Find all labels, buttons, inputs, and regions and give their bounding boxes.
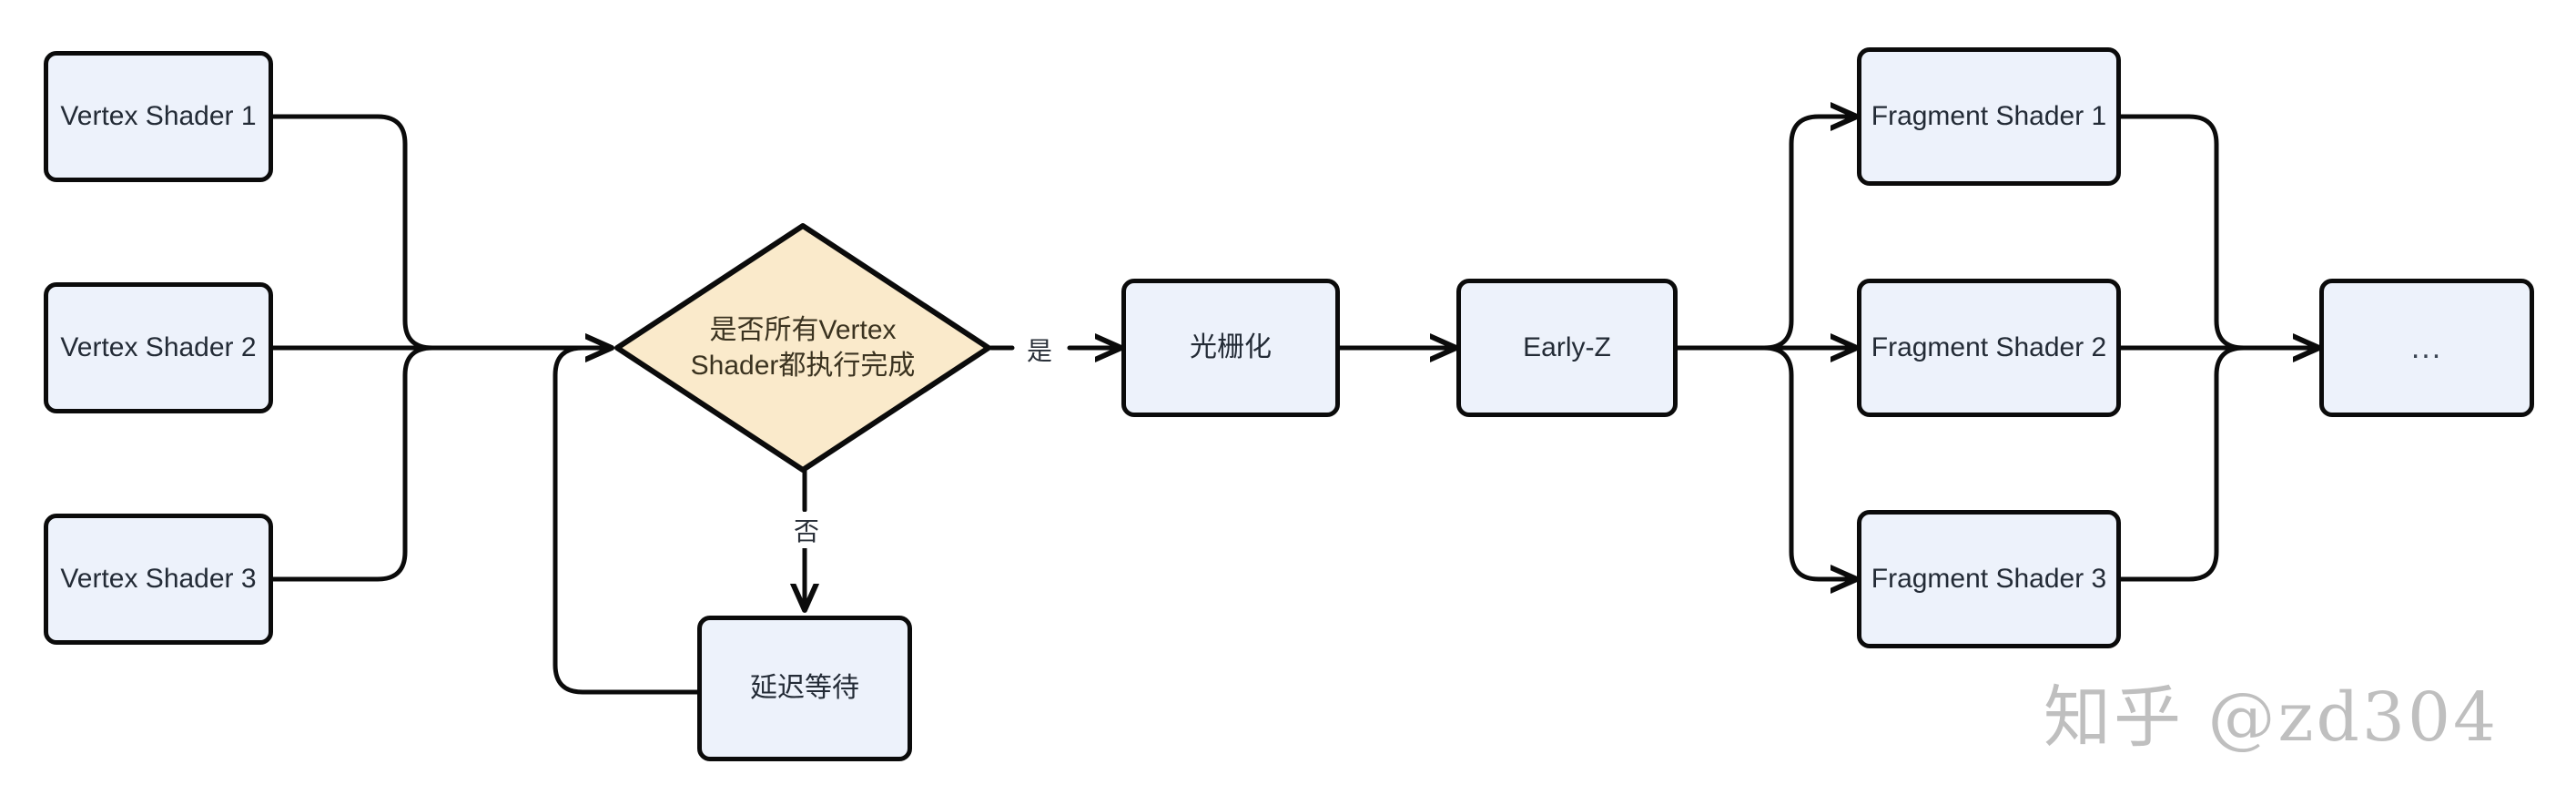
node-vertex-shader-1-label: Vertex Shader 1 [60, 101, 257, 132]
watermark: 知乎 @zd304 [2044, 678, 2500, 757]
edge-label-no: 否 [788, 512, 826, 548]
node-delay-wait[interactable]: 延迟等待 [697, 616, 912, 761]
node-early-z[interactable]: Early-Z [1456, 279, 1678, 417]
node-fragment-shader-1-label: Fragment Shader 1 [1871, 101, 2107, 132]
node-fragment-shader-3[interactable]: Fragment Shader 3 [1857, 510, 2121, 648]
node-more-label: ... [2410, 330, 2443, 365]
edge-vs1-to-merge [270, 114, 603, 351]
node-fragment-shader-3-label: Fragment Shader 3 [1871, 564, 2107, 595]
node-more[interactable]: ... [2319, 279, 2534, 417]
node-fragment-shader-2[interactable]: Fragment Shader 2 [1857, 279, 2121, 417]
edge-fs3-to-merge [2118, 345, 2315, 582]
node-vertex-shader-3-label: Vertex Shader 3 [60, 564, 257, 595]
edge-earlyz-to-fs3 [1761, 345, 1857, 579]
edge-fs1-to-merge [2118, 114, 2315, 351]
node-decision-label: 是否所有Vertex Shader都执行完成 [690, 315, 916, 381]
node-fragment-shader-2-label: Fragment Shader 2 [1871, 332, 2107, 363]
edge-label-yes: 是 [1021, 331, 1059, 368]
diamond-shape [614, 223, 991, 473]
node-early-z-label: Early-Z [1523, 332, 1611, 363]
edge-delaywait-to-decision-loop [553, 348, 700, 695]
node-vertex-shader-2[interactable]: Vertex Shader 2 [44, 282, 273, 413]
edge-vs3-to-merge [270, 345, 603, 582]
edge-earlyz-to-fs1 [1761, 117, 1857, 351]
node-delay-wait-label: 延迟等待 [750, 673, 859, 704]
node-rasterize-label: 光栅化 [1190, 332, 1272, 363]
node-decision-all-vertex-shaders-done[interactable]: 是否所有Vertex Shader都执行完成 [612, 220, 994, 475]
node-rasterize[interactable]: 光栅化 [1121, 279, 1340, 417]
node-vertex-shader-3[interactable]: Vertex Shader 3 [44, 514, 273, 645]
node-fragment-shader-1[interactable]: Fragment Shader 1 [1857, 47, 2121, 186]
node-vertex-shader-2-label: Vertex Shader 2 [60, 332, 257, 363]
node-vertex-shader-1[interactable]: Vertex Shader 1 [44, 51, 273, 182]
